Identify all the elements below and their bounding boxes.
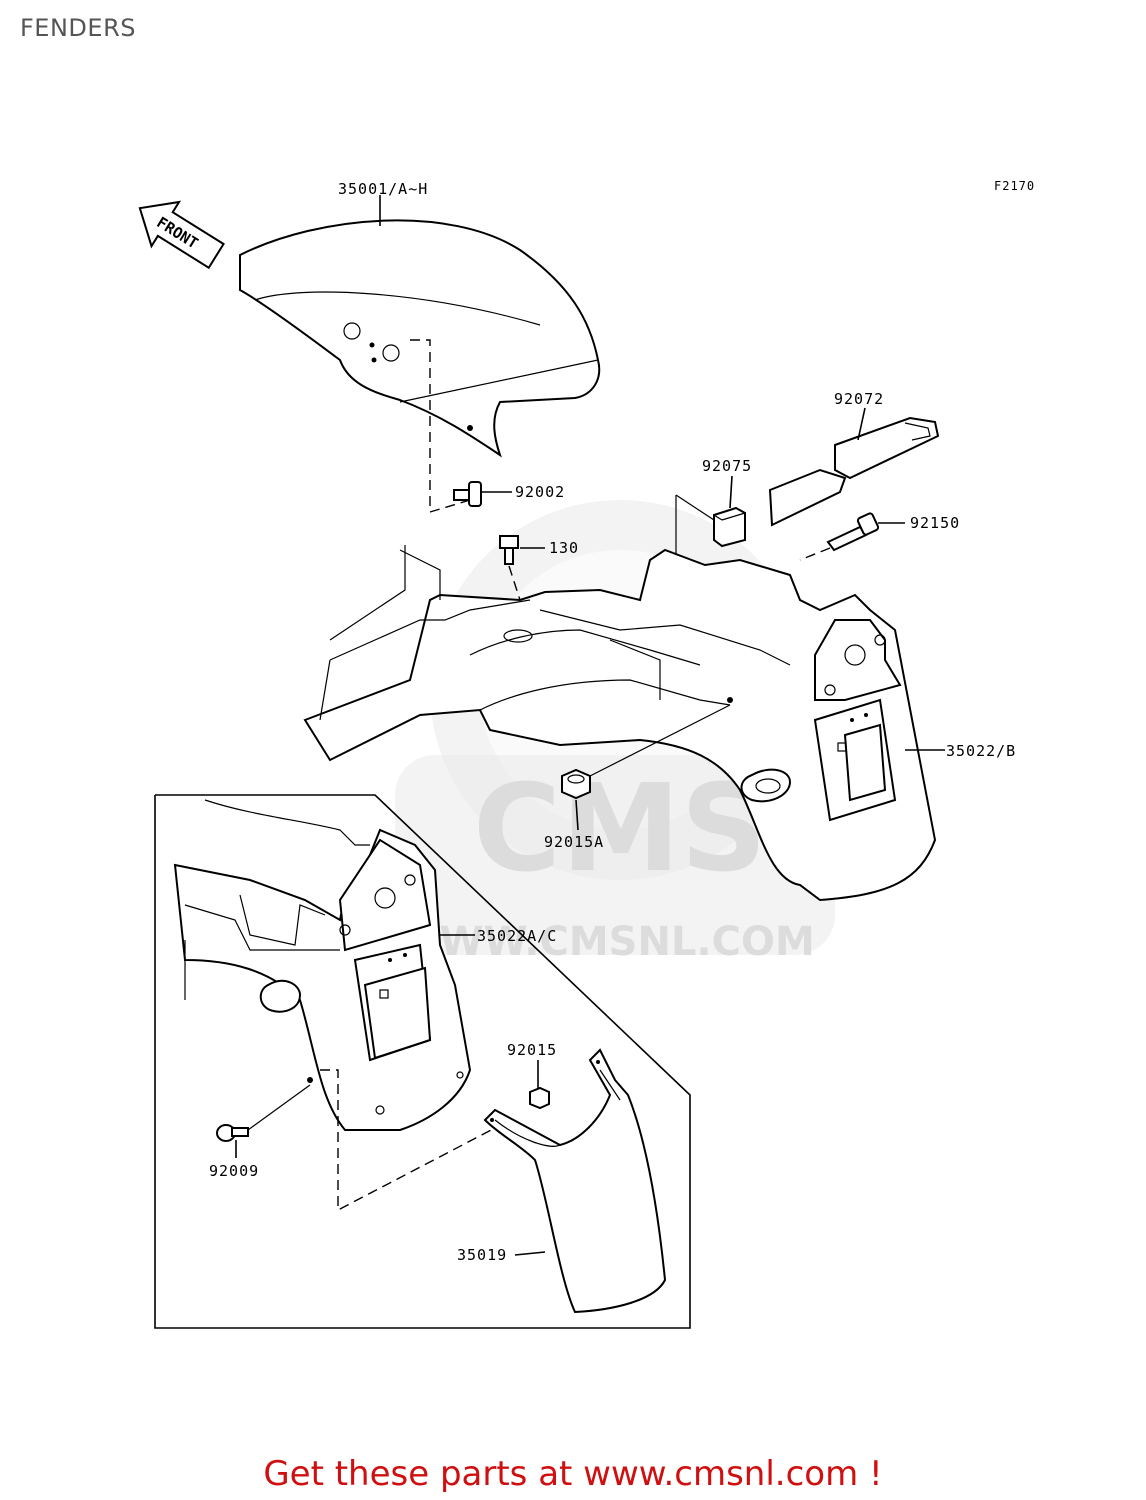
label-130: 130 [549, 539, 579, 557]
label-92075: 92075 [702, 457, 752, 475]
reference-code: F2170 [994, 179, 1035, 193]
label-35022AC: 35022A/C [477, 927, 557, 945]
label-35019: 35019 [457, 1246, 507, 1264]
strap-92072 [768, 416, 940, 527]
rear-fender-35022 [303, 545, 937, 902]
nut-92015 [529, 1086, 550, 1110]
footer-link-banner[interactable]: Get these parts at www.cmsnl.com ! [263, 1454, 883, 1494]
label-92009: 92009 [209, 1162, 259, 1180]
label-92072: 92072 [834, 390, 884, 408]
bolt-130 [499, 535, 519, 565]
rear-fender-35022AC [173, 799, 472, 1131]
bolt-92002 [453, 481, 482, 507]
mudflap-35019 [483, 1048, 667, 1314]
front-fender [239, 219, 601, 458]
label-35022: 35022/B [946, 742, 1016, 760]
bolt-92150 [826, 512, 880, 552]
label-92150: 92150 [910, 514, 960, 532]
label-35001: 35001/A~H [338, 180, 428, 198]
inset-box [154, 794, 691, 1329]
screw-92009 [216, 1124, 249, 1142]
front-arrow-icon: FRONT [138, 200, 225, 270]
nut-92015A [561, 768, 591, 800]
watermark-text: CMS [473, 760, 767, 899]
label-92015A: 92015A [544, 833, 604, 851]
label-92002: 92002 [515, 483, 565, 501]
page-title: FENDERS [20, 14, 136, 42]
pad-92075 [713, 506, 746, 548]
label-92015: 92015 [507, 1041, 557, 1059]
watermark-url: WWW.CMSNL.COM [395, 919, 815, 965]
